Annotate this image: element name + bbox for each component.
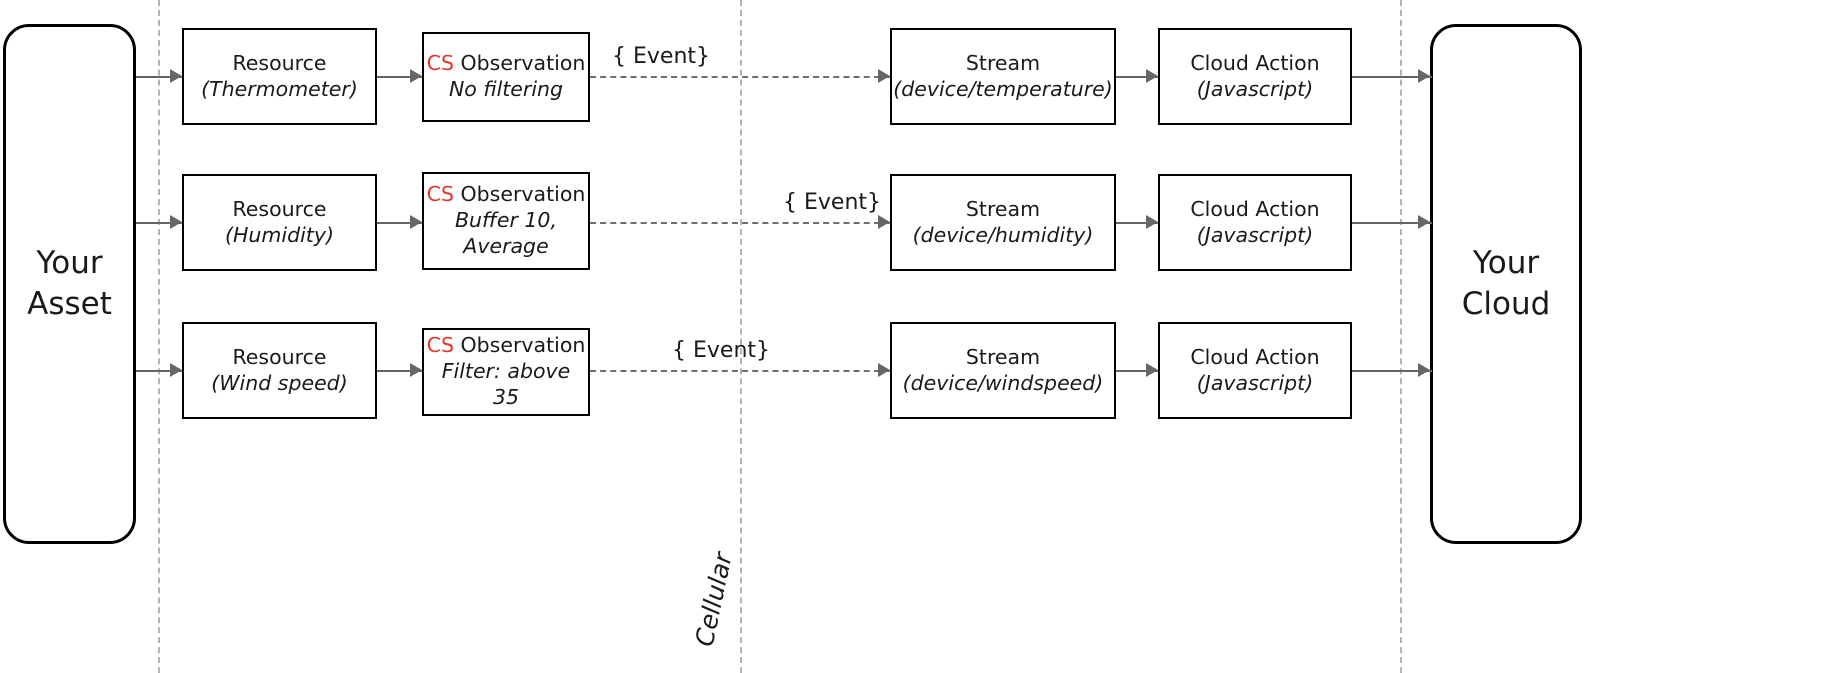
connector-stream-to-action-2 bbox=[1116, 222, 1158, 224]
connector-stream-to-action-1 bbox=[1116, 76, 1158, 78]
event-label-2: { Event} bbox=[783, 190, 882, 215]
arrowhead-resource-1 bbox=[170, 69, 182, 83]
observation-sub-3: Filter: above 35 bbox=[441, 359, 571, 409]
resource-title-2: Resource bbox=[232, 196, 327, 221]
box-cloud-action-1[interactable]: Cloud Action (Javascript) bbox=[1158, 28, 1352, 125]
box-observation-humidity[interactable]: CS Observation Buffer 10, Average bbox=[422, 172, 590, 270]
arrowhead-stream-1 bbox=[878, 69, 890, 83]
action-sub-3: (Javascript) bbox=[1196, 370, 1314, 395]
connector-asset-to-resource-3 bbox=[136, 370, 182, 372]
connector-event-3 bbox=[590, 370, 890, 372]
dashed-boundary-left bbox=[158, 0, 160, 673]
event-label-3: { Event} bbox=[672, 338, 771, 363]
observation-label-3: Observation bbox=[460, 333, 586, 358]
zone-your-cloud: Your Cloud bbox=[1430, 24, 1582, 544]
arrowhead-stream-2 bbox=[878, 215, 890, 229]
arrowhead-stream-3 bbox=[878, 363, 890, 377]
box-cloud-action-3[interactable]: Cloud Action (Javascript) bbox=[1158, 322, 1352, 419]
dashed-boundary-right bbox=[1400, 0, 1402, 673]
zone-your-asset-label: Your Asset bbox=[27, 245, 112, 322]
observation-sub-2: Buffer 10, Average bbox=[454, 208, 557, 258]
stream-title-2: Stream bbox=[965, 196, 1041, 221]
cs-tag-icon: CS bbox=[426, 51, 454, 76]
transport-label-cellular: Cellular bbox=[689, 549, 738, 649]
cs-tag-icon: CS bbox=[426, 182, 454, 207]
connector-action-to-cloud-3 bbox=[1352, 370, 1432, 372]
arrowhead-resource-2 bbox=[170, 215, 182, 229]
arrowhead-action-3 bbox=[1146, 363, 1158, 377]
observation-title-1: CS Observation bbox=[427, 51, 586, 77]
box-stream-humidity[interactable]: Stream (device/humidity) bbox=[890, 174, 1116, 271]
box-resource-humidity[interactable]: Resource (Humidity) bbox=[182, 174, 377, 271]
observation-label-1: Observation bbox=[460, 51, 586, 76]
connector-stream-to-action-3 bbox=[1116, 370, 1158, 372]
box-observation-temperature[interactable]: CS Observation No filtering bbox=[422, 32, 590, 122]
arrowhead-resource-3 bbox=[170, 363, 182, 377]
observation-sub-1: No filtering bbox=[448, 77, 564, 101]
connector-asset-to-resource-2 bbox=[136, 222, 182, 224]
zone-your-asset: Your Asset bbox=[3, 24, 136, 544]
cs-tag-icon: CS bbox=[426, 333, 454, 358]
resource-sub-2: (Humidity) bbox=[225, 222, 334, 247]
stream-sub-1: (device/temperature) bbox=[893, 76, 1113, 101]
box-stream-temperature[interactable]: Stream (device/temperature) bbox=[890, 28, 1116, 125]
zone-your-cloud-label: Your Cloud bbox=[1461, 245, 1551, 322]
box-resource-thermometer[interactable]: Resource (Thermometer) bbox=[182, 28, 377, 125]
observation-label-2: Observation bbox=[460, 182, 586, 207]
box-resource-windspeed[interactable]: Resource (Wind speed) bbox=[182, 322, 377, 419]
stream-title-1: Stream bbox=[965, 50, 1041, 75]
arrowhead-observation-3 bbox=[410, 363, 422, 377]
arrowhead-cloud-1 bbox=[1418, 69, 1430, 83]
resource-title-3: Resource bbox=[232, 344, 327, 369]
stream-sub-2: (device/humidity) bbox=[912, 222, 1094, 247]
resource-sub-3: (Wind speed) bbox=[211, 370, 348, 395]
box-cloud-action-2[interactable]: Cloud Action (Javascript) bbox=[1158, 174, 1352, 271]
observation-title-2: CS Observation bbox=[427, 182, 586, 208]
action-title-1: Cloud Action bbox=[1190, 50, 1320, 75]
arrowhead-cloud-3 bbox=[1418, 363, 1430, 377]
box-observation-windspeed[interactable]: CS Observation Filter: above 35 bbox=[422, 328, 590, 416]
action-sub-1: (Javascript) bbox=[1196, 76, 1314, 101]
resource-title-1: Resource bbox=[232, 50, 327, 75]
arrowhead-action-1 bbox=[1146, 69, 1158, 83]
connector-resource-to-observation-2 bbox=[377, 222, 422, 224]
arrowhead-observation-2 bbox=[410, 215, 422, 229]
observation-title-3: CS Observation bbox=[427, 333, 586, 359]
connector-event-2 bbox=[590, 222, 890, 224]
connector-resource-to-observation-1 bbox=[377, 76, 422, 78]
dashed-boundary-middle bbox=[740, 0, 742, 673]
connector-resource-to-observation-3 bbox=[377, 370, 422, 372]
box-stream-windspeed[interactable]: Stream (device/windspeed) bbox=[890, 322, 1116, 419]
stream-title-3: Stream bbox=[965, 344, 1041, 369]
connector-action-to-cloud-1 bbox=[1352, 76, 1432, 78]
stream-sub-3: (device/windspeed) bbox=[902, 370, 1104, 395]
event-label-1: { Event} bbox=[612, 44, 711, 69]
resource-sub-1: (Thermometer) bbox=[201, 76, 358, 101]
arrowhead-cloud-2 bbox=[1418, 215, 1430, 229]
connector-asset-to-resource-1 bbox=[136, 76, 182, 78]
arrowhead-observation-1 bbox=[410, 69, 422, 83]
connector-action-to-cloud-2 bbox=[1352, 222, 1432, 224]
action-title-3: Cloud Action bbox=[1190, 344, 1320, 369]
action-sub-2: (Javascript) bbox=[1196, 222, 1314, 247]
action-title-2: Cloud Action bbox=[1190, 196, 1320, 221]
connector-event-1 bbox=[590, 76, 890, 78]
arrowhead-action-2 bbox=[1146, 215, 1158, 229]
